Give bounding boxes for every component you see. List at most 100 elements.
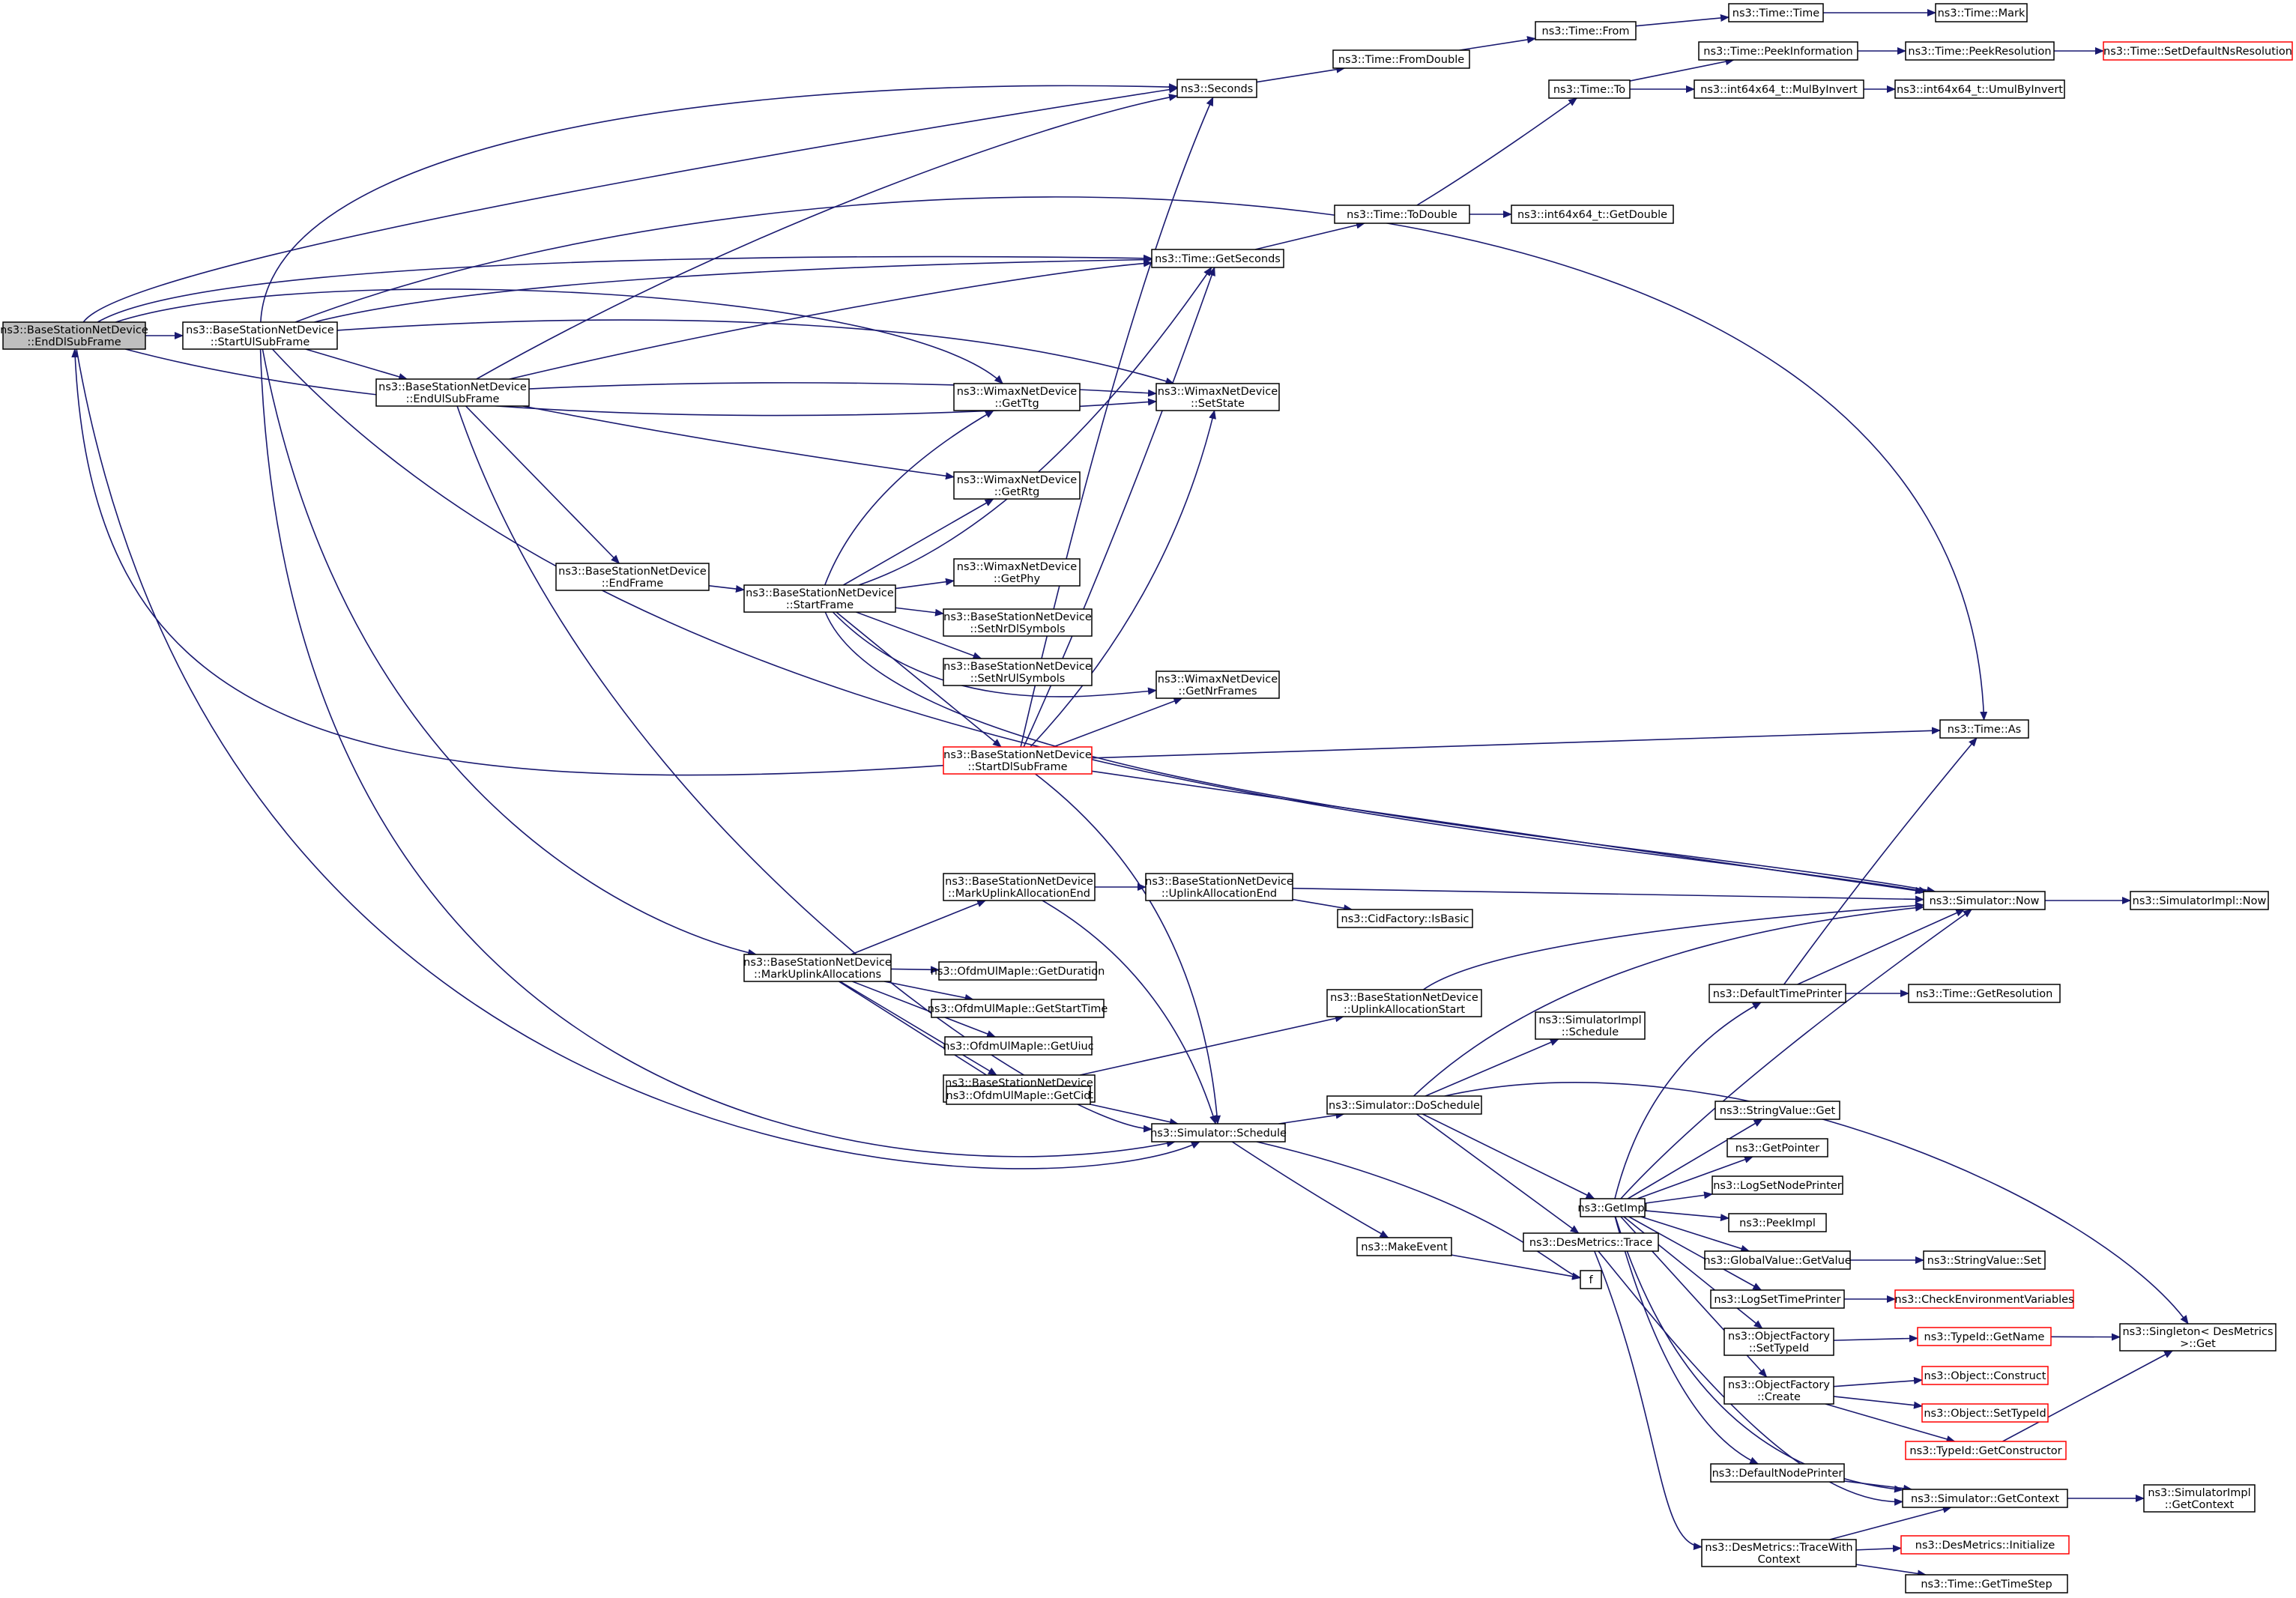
node-getttg[interactable]: ns3::WimaxNetDevice::GetTtg bbox=[953, 383, 1081, 411]
node-timetime[interactable]: ns3::Time::Time bbox=[1728, 3, 1824, 22]
node-ulallocend[interactable]: ns3::BaseStationNetDevice::UplinkAllocat… bbox=[1145, 873, 1293, 901]
node-box bbox=[1894, 1289, 2074, 1309]
node-box bbox=[1580, 1198, 1646, 1217]
node-simnow[interactable]: ns3::Simulator::Now bbox=[1923, 891, 2046, 910]
node-getconstructor[interactable]: ns3::TypeId::GetConstructor bbox=[1905, 1441, 2067, 1460]
node-defaultnodeprinter[interactable]: ns3::DefaultNodePrinter bbox=[1710, 1463, 1845, 1483]
node-seconds[interactable]: ns3::Seconds bbox=[1176, 79, 1257, 98]
node-makeevent[interactable]: ns3::MakeEvent bbox=[1356, 1237, 1452, 1256]
node-peekinfo[interactable]: ns3::Time::PeekInformation bbox=[1698, 41, 1858, 61]
node-defaulttimeprinter[interactable]: ns3::DefaultTimePrinter bbox=[1709, 984, 1846, 1003]
node-label: ns3::OfdmUlMapIe::GetStartTime bbox=[928, 1003, 1108, 1015]
node-endframe[interactable]: ns3::BaseStationNetDevice::EndFrame bbox=[555, 563, 710, 591]
node-f[interactable]: f bbox=[1580, 1270, 1602, 1289]
node-getphy[interactable]: ns3::WimaxNetDevice::GetPhy bbox=[953, 558, 1081, 587]
node-stringvalueget[interactable]: ns3::StringValue::Get bbox=[1715, 1101, 1840, 1120]
edge-endul-to-seconds bbox=[476, 94, 1178, 380]
node-label: ns3::Time::GetTimeStep bbox=[1921, 1579, 2052, 1591]
node-getnrframes[interactable]: ns3::WimaxNetDevice::GetNrFrames bbox=[1155, 671, 1280, 699]
node-label: ns3::WimaxNetDevice bbox=[1158, 386, 1278, 398]
edge-from-to-timetime bbox=[1635, 14, 1729, 27]
edge-startdl-to-setstate bbox=[1030, 410, 1216, 748]
node-checkenv[interactable]: ns3::CheckEnvironmentVariables bbox=[1894, 1289, 2074, 1309]
node-getcid[interactable]: ns3::OfdmUlMapIe::GetCid bbox=[946, 1086, 1091, 1105]
node-label: ns3::OfdmUlMapIe::GetUiuc bbox=[943, 1041, 1093, 1053]
node-singletonget[interactable]: ns3::Singleton< DesMetrics >::Get bbox=[2119, 1323, 2277, 1352]
node-box bbox=[1939, 719, 2029, 739]
node-setstate[interactable]: ns3::WimaxNetDevice::SetState bbox=[1155, 383, 1280, 411]
node-box bbox=[943, 608, 1093, 637]
node-box bbox=[1326, 989, 1482, 1017]
edge-getimpl-to-stringvalueget bbox=[1627, 1119, 1763, 1199]
node-startul[interactable]: ns3::BaseStationNetDevice::StartUlSubFra… bbox=[182, 321, 338, 350]
node-logsetnodeprinter[interactable]: ns3::LogSetNodePrinter bbox=[1712, 1175, 1843, 1195]
node-gettimestep[interactable]: ns3::Time::GetTimeStep bbox=[1905, 1574, 2068, 1594]
node-box bbox=[1698, 41, 1858, 61]
node-objconstruct[interactable]: ns3::Object::Construct bbox=[1921, 1366, 2049, 1385]
node-label: ::Create bbox=[1757, 1391, 1801, 1403]
node-todouble[interactable]: ns3::Time::ToDouble bbox=[1334, 205, 1470, 224]
node-box bbox=[1535, 1011, 1646, 1040]
node-globalvalueget[interactable]: ns3::GlobalValue::GetValue bbox=[1703, 1250, 1852, 1270]
node-label: ns3::WimaxNetDevice bbox=[1158, 674, 1278, 685]
node-label: ns3::PeekImpl bbox=[1739, 1217, 1816, 1229]
node-getimpl[interactable]: ns3::GetImpl bbox=[1577, 1198, 1648, 1217]
node-label: ns3::ObjectFactory bbox=[1728, 1331, 1830, 1343]
node-peekimpl[interactable]: ns3::PeekImpl bbox=[1728, 1213, 1827, 1232]
node-setypeid[interactable]: ns3::ObjectFactory::SetTypeId bbox=[1723, 1328, 1834, 1356]
node-box bbox=[1894, 79, 2065, 99]
node-timeto[interactable]: ns3::Time::To bbox=[1548, 79, 1631, 99]
node-simgetcontext[interactable]: ns3::Simulator::GetContext bbox=[1902, 1489, 2068, 1508]
node-endul[interactable]: ns3::BaseStationNetDevice::EndUlSubFrame bbox=[375, 378, 530, 407]
edge-defaulttimeprinter-to-as bbox=[1783, 737, 1978, 985]
node-box bbox=[953, 558, 1081, 587]
node-typeidgetname[interactable]: ns3::TypeId::GetName bbox=[1917, 1327, 2052, 1346]
edge-root-to-seconds bbox=[82, 85, 1178, 323]
node-getresolution[interactable]: ns3::Time::GetResolution bbox=[1908, 984, 2061, 1003]
node-label: ::UplinkAllocationStart bbox=[1344, 1004, 1465, 1016]
node-mark[interactable]: ns3::Time::Mark bbox=[1935, 3, 2028, 22]
node-simimplsched[interactable]: ns3::SimulatorImpl::Schedule bbox=[1535, 1011, 1646, 1040]
node-desmetricstrace[interactable]: ns3::DesMetrics::Trace bbox=[1523, 1232, 1659, 1252]
node-stringvalueset[interactable]: ns3::StringValue::Set bbox=[1923, 1250, 2046, 1270]
node-getstarttime[interactable]: ns3::OfdmUlMapIe::GetStartTime bbox=[928, 999, 1108, 1018]
node-root[interactable]: ns3::BaseStationNetDevice::EndDlSubFrame bbox=[0, 321, 148, 350]
node-getduration[interactable]: ns3::OfdmUlMapIe::GetDuration bbox=[931, 961, 1105, 981]
node-startdl[interactable]: ns3::BaseStationNetDevice::StartDlSubFra… bbox=[943, 746, 1093, 775]
node-fromdouble[interactable]: ns3::Time::FromDouble bbox=[1332, 49, 1470, 69]
node-isbasic[interactable]: ns3::CidFactory::IsBasic bbox=[1337, 909, 1473, 928]
node-ulallocstart[interactable]: ns3::BaseStationNetDevice::UplinkAllocat… bbox=[1326, 989, 1482, 1017]
node-startframe[interactable]: ns3::BaseStationNetDevice::StartFrame bbox=[743, 584, 896, 613]
node-schedule[interactable]: ns3::Simulator::Schedule bbox=[1150, 1123, 1287, 1142]
edge-startframe-to-getseconds bbox=[858, 267, 1212, 586]
edge-root-to-getseconds bbox=[97, 254, 1152, 323]
node-getpointer[interactable]: ns3::GetPointer bbox=[1726, 1138, 1828, 1157]
node-getseconds[interactable]: ns3::Time::GetSeconds bbox=[1151, 249, 1284, 268]
node-mulbyinv[interactable]: ns3::int64x64_t::MulByInvert bbox=[1694, 79, 1864, 99]
node-setnrdl[interactable]: ns3::BaseStationNetDevice::SetNrDlSymbol… bbox=[943, 608, 1093, 637]
node-as[interactable]: ns3::Time::As bbox=[1939, 719, 2029, 739]
node-getrtg[interactable]: ns3::WimaxNetDevice::GetRtg bbox=[953, 471, 1081, 500]
node-getdouble[interactable]: ns3::int64x64_t::GetDouble bbox=[1511, 205, 1674, 224]
node-label: ns3::BaseStationNetDevice bbox=[943, 661, 1092, 673]
node-box bbox=[1701, 1539, 1857, 1567]
node-doschedule[interactable]: ns3::Simulator::DoSchedule bbox=[1326, 1095, 1482, 1115]
node-getuiuc[interactable]: ns3::OfdmUlMapIe::GetUiuc bbox=[943, 1036, 1094, 1056]
node-markulend[interactable]: ns3::BaseStationNetDevice::MarkUplinkAll… bbox=[943, 873, 1096, 901]
node-ofcreate[interactable]: ns3::ObjectFactory::Create bbox=[1723, 1376, 1834, 1405]
node-label: ns3::Time::As bbox=[1948, 724, 2021, 736]
node-from[interactable]: ns3::Time::From bbox=[1535, 21, 1637, 40]
node-simimplgetcontext[interactable]: ns3::SimulatorImpl::GetContext bbox=[2143, 1484, 2256, 1513]
node-simimplnow[interactable]: ns3::SimulatorImpl::Now bbox=[2130, 891, 2269, 910]
node-setdefres[interactable]: ns3::Time::SetDefaultNsResolution bbox=[2103, 41, 2293, 61]
edge-getimpl-to-logsetnodeprinter bbox=[1644, 1191, 1713, 1204]
node-desinit[interactable]: ns3::DesMetrics::Initialize bbox=[1900, 1535, 2070, 1555]
node-setnrul[interactable]: ns3::BaseStationNetDevice::SetNrUlSymbol… bbox=[943, 658, 1093, 686]
node-markul[interactable]: ns3::BaseStationNetDevice::MarkUplinkAll… bbox=[743, 954, 892, 982]
node-box bbox=[2143, 1484, 2256, 1513]
node-peekres[interactable]: ns3::Time::PeekResolution bbox=[1905, 41, 2055, 61]
node-umulbyinv[interactable]: ns3::int64x64_t::UmulByInvert bbox=[1894, 79, 2065, 99]
node-objsettypeid[interactable]: ns3::Object::SetTypeId bbox=[1921, 1403, 2049, 1423]
node-logsettimeprinter[interactable]: ns3::LogSetTimePrinter bbox=[1710, 1289, 1845, 1309]
